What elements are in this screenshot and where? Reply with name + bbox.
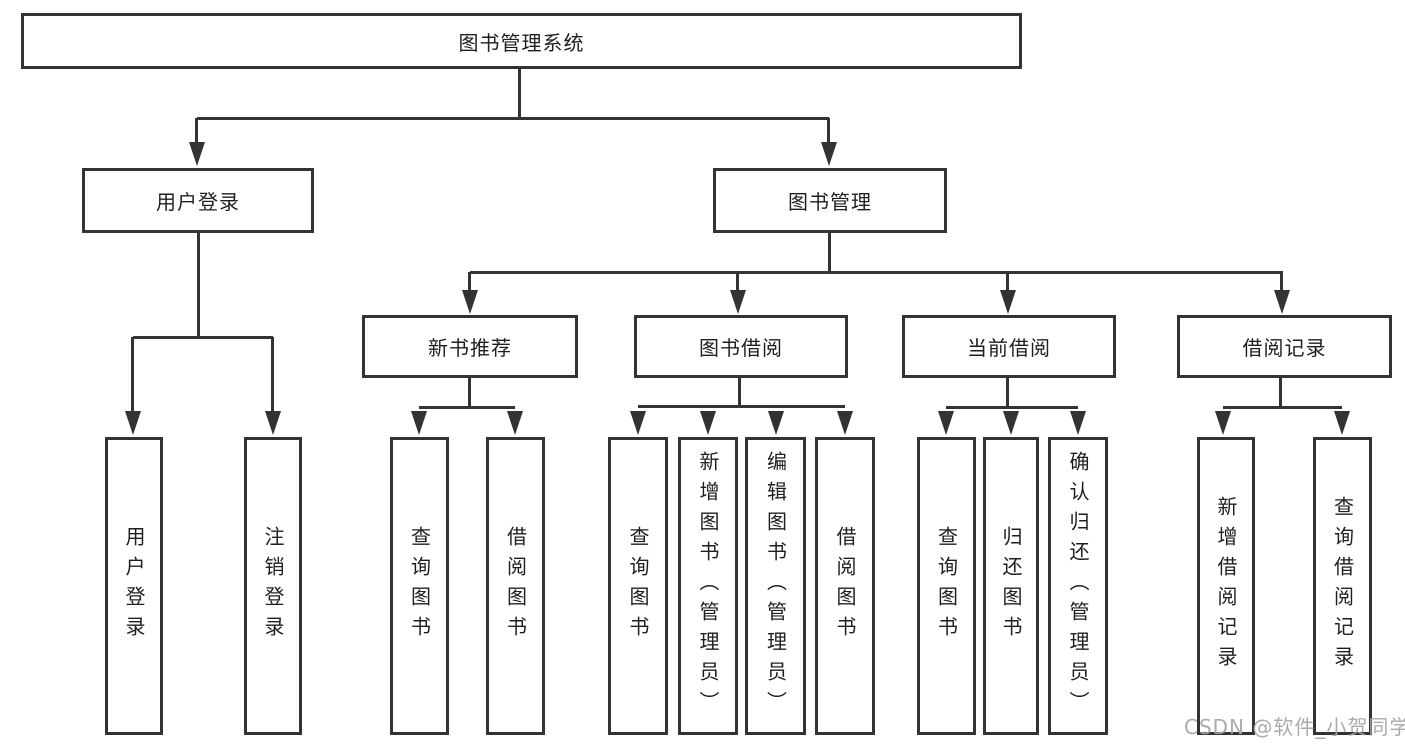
leaf-confirm-return-admin: 确认归还（管理员） xyxy=(1048,437,1108,735)
node-label: 用户登录 xyxy=(122,526,146,646)
node-label: 借阅记录 xyxy=(1242,336,1327,360)
arrow-down-icon xyxy=(821,142,837,166)
node-current-borrowing: 当前借阅 xyxy=(902,315,1116,378)
arrow-down-icon xyxy=(1003,411,1019,435)
leaf-borrow-books-recommend: 借阅图书 xyxy=(486,437,545,735)
connector-line xyxy=(827,118,830,144)
node-label: 图书管理 xyxy=(788,190,872,214)
connector-userlogin-bus xyxy=(133,336,273,339)
node-label: 确认归还（管理员） xyxy=(1066,451,1090,721)
node-user-login: 用户登录 xyxy=(82,168,314,233)
arrow-down-icon xyxy=(265,411,281,435)
arrow-down-icon xyxy=(1070,411,1086,435)
node-label: 查询图书 xyxy=(626,526,650,646)
connector-level2-bus xyxy=(197,117,829,120)
leaf-user-login: 用户登录 xyxy=(105,437,163,735)
leaf-query-books-current: 查询图书 xyxy=(917,437,976,735)
node-borrowing-records: 借阅记录 xyxy=(1177,315,1392,378)
connector-recommend-bus xyxy=(419,406,515,409)
leaf-add-books-admin: 新增图书（管理员） xyxy=(678,437,738,735)
node-label: 新书推荐 xyxy=(428,336,512,360)
leaf-add-borrow-record: 新增借阅记录 xyxy=(1197,437,1255,735)
arrow-down-icon xyxy=(507,411,523,435)
connector-line xyxy=(131,337,134,415)
node-label: 查询图书 xyxy=(934,526,959,646)
leaf-borrow-books: 借阅图书 xyxy=(815,437,875,735)
connector-line xyxy=(195,118,198,144)
node-label: 图书管理系统 xyxy=(458,30,585,55)
arrow-down-icon xyxy=(462,290,478,314)
connector-level3-bus xyxy=(470,271,1283,274)
connector-borrowing-bus xyxy=(638,405,845,408)
leaf-query-books-borrowing: 查询图书 xyxy=(608,437,668,735)
leaf-query-borrow-record: 查询借阅记录 xyxy=(1313,437,1372,735)
arrow-down-icon xyxy=(730,290,746,314)
arrow-down-icon xyxy=(938,411,954,435)
connector-line xyxy=(468,272,471,292)
node-label: 查询借阅记录 xyxy=(1330,496,1355,676)
connector-bookmgmt-stem xyxy=(828,233,831,274)
leaf-logout: 注销登录 xyxy=(244,437,302,735)
arrow-down-icon xyxy=(768,411,784,435)
arrow-down-icon xyxy=(1334,411,1350,435)
connector-current-stem xyxy=(1006,377,1009,409)
node-new-book-recommendation: 新书推荐 xyxy=(362,315,578,378)
arrow-down-icon xyxy=(1274,290,1290,314)
node-label: 借阅图书 xyxy=(503,526,528,646)
connector-userlogin-stem xyxy=(197,233,200,339)
arrow-down-icon xyxy=(411,411,427,435)
node-label: 编辑图书（管理员） xyxy=(763,451,788,721)
connector-records-bus xyxy=(1223,406,1342,409)
connector-root-stem xyxy=(518,69,521,120)
arrow-down-icon xyxy=(837,411,853,435)
node-label: 新增借阅记录 xyxy=(1214,496,1238,676)
node-label: 注销登录 xyxy=(261,526,285,646)
watermark-text: CSDN @软件_小贺同学 xyxy=(1184,715,1405,739)
arrow-down-icon xyxy=(700,411,716,435)
connector-recommend-stem xyxy=(468,377,471,409)
connector-current-bus xyxy=(946,406,1078,409)
connector-line xyxy=(1280,272,1283,292)
node-label: 归还图书 xyxy=(999,526,1023,646)
leaf-query-books-recommend: 查询图书 xyxy=(390,437,449,735)
node-label: 查询图书 xyxy=(407,526,432,646)
connector-line xyxy=(736,272,739,292)
node-book-borrowing: 图书借阅 xyxy=(634,315,848,378)
arrow-down-icon xyxy=(189,142,205,166)
arrow-down-icon xyxy=(630,411,646,435)
leaf-return-books: 归还图书 xyxy=(983,437,1039,735)
connector-line xyxy=(271,337,274,415)
leaf-edit-books-admin: 编辑图书（管理员） xyxy=(745,437,806,735)
connector-line xyxy=(1006,272,1009,292)
node-label: 图书借阅 xyxy=(699,336,783,360)
connector-borrowing-stem xyxy=(738,377,741,408)
connector-records-stem xyxy=(1279,377,1282,409)
node-label: 用户登录 xyxy=(156,190,240,214)
arrow-down-icon xyxy=(1215,411,1231,435)
node-label: 借阅图书 xyxy=(833,526,857,646)
node-label: 新增图书（管理员） xyxy=(696,451,720,721)
arrow-down-icon xyxy=(125,411,141,435)
node-library-management-system: 图书管理系统 xyxy=(21,13,1022,69)
node-label: 当前借阅 xyxy=(967,336,1051,360)
node-book-management: 图书管理 xyxy=(713,168,947,233)
arrow-down-icon xyxy=(1000,290,1016,314)
